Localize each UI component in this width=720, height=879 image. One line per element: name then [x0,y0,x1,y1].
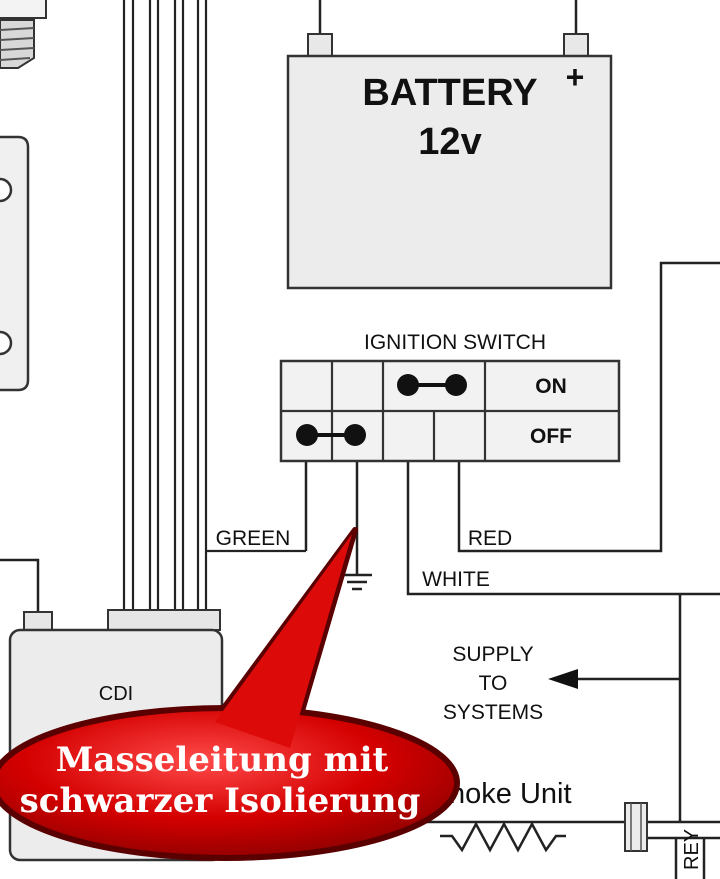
callout-bubble: Masseleitung mit schwarzer Isolierung [0,527,460,861]
bracket-hole-top [0,177,13,203]
supply-line-3: SYSTEMS [443,701,543,724]
battery-body [286,54,613,290]
bracket-hole-bottom [0,330,13,356]
battery-positive-symbol: + [566,59,585,95]
on-contact-icon [397,374,467,396]
cdi-wire-bundle [122,0,306,610]
switch-off-label: OFF [530,425,572,448]
battery-name: BATTERY [362,72,537,114]
left-bracket-component [0,135,30,392]
off-contact-icon [296,424,366,446]
callout-line-1: Masseleitung mit [56,740,389,780]
red-wire [457,261,720,553]
resistor-icon [440,821,566,853]
ground-icon [342,573,372,591]
cdi-connector-large [107,609,221,631]
grey-wire-label: REY [681,829,703,870]
switch-on-label: ON [535,375,567,398]
red-wire-label: RED [468,527,512,550]
callout-ellipse [0,705,460,861]
cdi-label: CDI [99,683,133,705]
cdi-left-wire [0,558,40,612]
ignition-switch: IGNITION SWITCH ON OFF [279,331,621,463]
supply-arrow-icon [548,669,578,689]
battery-negative-terminal [307,33,333,57]
supply-arrow [548,669,680,689]
ignition-switch-title: IGNITION SWITCH [364,331,546,354]
battery-voltage: 12v [418,121,481,163]
green-wire-label: GREEN [216,527,291,550]
white-wire [406,462,720,822]
battery: BATTERY 12v + [286,0,613,290]
choke-unit-label: hoke Unit [449,778,572,810]
supply-line-2: TO [479,672,508,695]
top-left-component [0,0,47,69]
battery-positive-terminal [563,33,589,57]
fuse-icon [624,802,648,852]
white-wire-label: WHITE [422,568,490,591]
callout-line-2: schwarzer Isolierung [20,781,421,821]
supply-line-1: SUPPLY [452,643,533,666]
cdi-connector-small [23,611,53,631]
